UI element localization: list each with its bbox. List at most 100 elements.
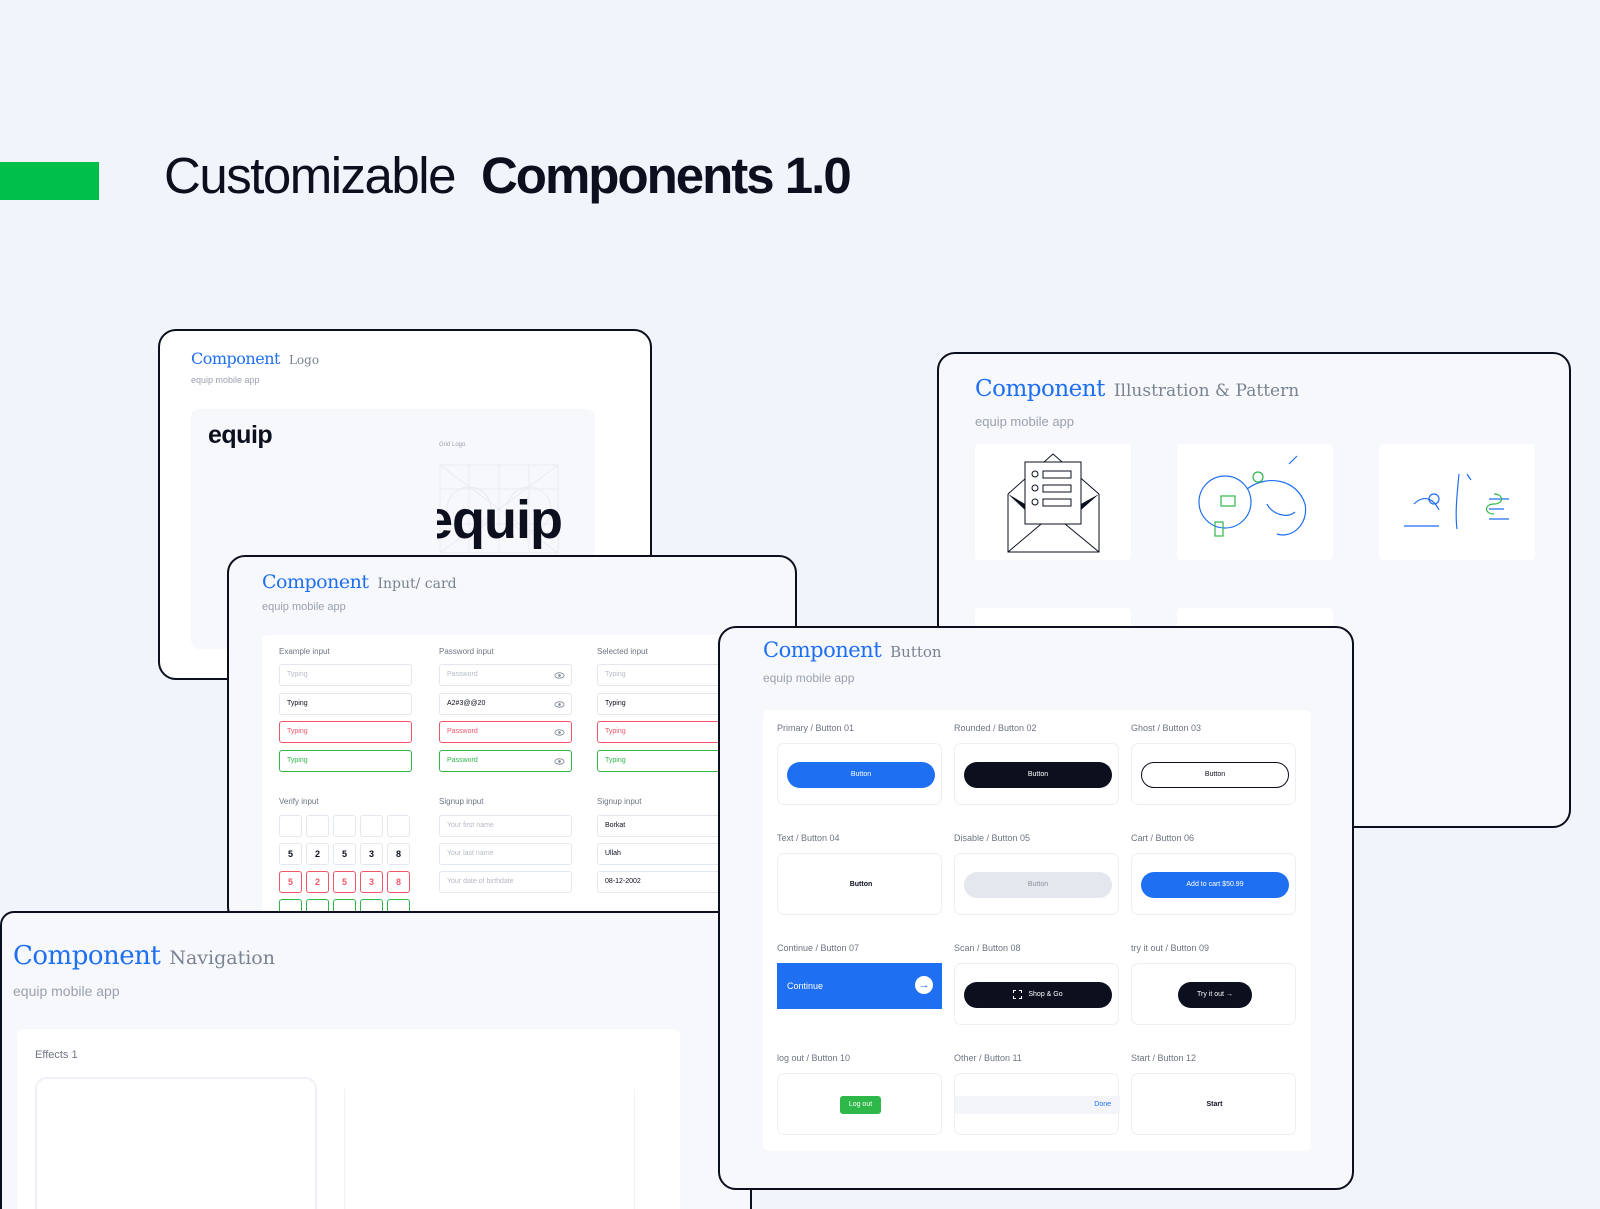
done-button[interactable]: Done	[1094, 1101, 1111, 1108]
eye-icon[interactable]	[554, 727, 565, 738]
button-frame: Button	[1131, 743, 1296, 805]
button-frame: Done	[954, 1073, 1120, 1135]
password-input-empty[interactable]: Password	[439, 664, 572, 686]
button-cell-label: try it out / Button 09	[1131, 943, 1210, 953]
selected-input-filled[interactable]: Typing∨	[597, 693, 727, 715]
rounded-button[interactable]: Button	[964, 762, 1112, 788]
selected-input-empty[interactable]: Typing∨	[597, 664, 727, 686]
otp-box[interactable]: 3	[360, 843, 383, 865]
button-frame: Button	[954, 743, 1119, 805]
otp-box[interactable]: 8	[387, 843, 410, 865]
button-cell-01: Primary / Button 01 Button	[777, 723, 942, 805]
person-path-illustration-icon	[1404, 473, 1509, 530]
app-subtitle: equip mobile app	[262, 601, 346, 613]
add-to-cart-button[interactable]: Add to cart $50.99	[1141, 872, 1289, 898]
navigation-panel: Effects 1	[17, 1029, 680, 1209]
button-panel: Primary / Button 01 Button Rounded / But…	[763, 710, 1311, 1151]
component-name: Button	[890, 643, 942, 661]
button-cell-label: Scan / Button 08	[954, 943, 1021, 953]
otp-box[interactable]	[360, 815, 383, 837]
continue-button[interactable]: Continue →	[777, 963, 942, 1009]
button-cell-label: Continue / Button 07	[777, 943, 860, 953]
card-header: Component Navigation	[13, 941, 275, 971]
divider	[634, 1089, 635, 1209]
card-header: Component Input/ card	[262, 571, 457, 593]
first-name-field-filled[interactable]: Borkat	[597, 815, 727, 837]
log-out-button[interactable]: Log out	[840, 1096, 881, 1114]
last-name-field-filled[interactable]: Ullah	[597, 843, 727, 865]
password-input-text: Password	[447, 757, 478, 764]
button-cell-label: Primary / Button 01	[777, 723, 855, 733]
text-button[interactable]: Button	[849, 881, 873, 888]
birthdate-field[interactable]: Your date of birthdate	[439, 871, 572, 893]
button-frame: Button	[777, 743, 942, 805]
otp-box[interactable]	[306, 815, 329, 837]
password-input-success[interactable]: Password	[439, 750, 572, 772]
otp-box[interactable]	[333, 815, 356, 837]
arrow-right-icon: →	[915, 976, 933, 994]
otp-box[interactable]: 5	[279, 843, 302, 865]
button-cell-05: Disable / Button 05 Button	[954, 833, 1119, 915]
logo-wordmark: equip	[208, 421, 273, 449]
try-it-out-button[interactable]: Try it out →	[1178, 982, 1252, 1008]
scan-button-label: Shop & Go	[1028, 991, 1063, 998]
eye-icon[interactable]	[554, 670, 565, 681]
logo-wordmark-large: equip	[437, 489, 592, 551]
otp-box-error[interactable]: 5	[279, 871, 302, 893]
illustration-tile	[975, 444, 1131, 560]
password-input-error[interactable]: Password	[439, 721, 572, 743]
button-frame: Start	[1131, 1073, 1296, 1135]
button-frame: Log out	[777, 1073, 942, 1135]
input-component-card: Component Input/ card equip mobile app E…	[227, 555, 797, 925]
selected-input-success[interactable]: Typing∨	[597, 750, 727, 772]
example-input-empty[interactable]: Typing	[279, 664, 412, 686]
continue-button-label: Continue	[787, 981, 824, 991]
button-cell-07: Continue / Button 07 Continue →	[777, 943, 942, 1025]
button-frame: Continue →	[777, 963, 942, 1025]
signup-input-label: Signup input	[439, 797, 484, 806]
otp-box-error[interactable]: 3	[360, 871, 383, 893]
card-header: Component Button	[763, 638, 942, 662]
example-input-error[interactable]: Typing	[279, 721, 412, 743]
otp-box-error[interactable]: 2	[306, 871, 329, 893]
button-cell-10: log out / Button 10 Log out	[777, 1053, 942, 1135]
hero-title-bold: Components 1.0	[480, 147, 852, 204]
selected-input-error[interactable]: Typing∨	[597, 721, 727, 743]
password-input-filled[interactable]: A2#3@@20	[439, 693, 572, 715]
eye-icon[interactable]	[554, 699, 565, 710]
example-input-label: Example input	[279, 647, 330, 656]
otp-box[interactable]: 5	[333, 843, 356, 865]
button-cell-08: Scan / Button 08 Shop & Go	[954, 943, 1119, 1025]
example-input-filled[interactable]: Typing	[279, 693, 412, 715]
signup-input-label: Signup input	[597, 797, 642, 806]
button-cell-06: Cart / Button 06 Add to cart $50.99	[1131, 833, 1296, 915]
selected-input-text: Typing	[605, 700, 626, 707]
last-name-field[interactable]: Your last name	[439, 843, 572, 865]
birthdate-field-filled[interactable]: 08-12-2002	[597, 871, 727, 893]
button-cell-09: try it out / Button 09 Try it out →	[1131, 943, 1296, 1025]
button-cell-label: Start / Button 12	[1131, 1053, 1197, 1063]
otp-box[interactable]	[387, 815, 410, 837]
button-frame: Try it out →	[1131, 963, 1296, 1025]
component-word: Component	[13, 941, 161, 971]
selected-input-label: Selected input	[597, 647, 648, 656]
otp-box-error[interactable]: 5	[333, 871, 356, 893]
scan-button[interactable]: Shop & Go	[964, 982, 1112, 1008]
button-cell-12: Start / Button 12 Start	[1131, 1053, 1296, 1135]
eye-icon[interactable]	[554, 756, 565, 767]
start-button[interactable]: Start	[1206, 1101, 1223, 1108]
input-panel: Example input Password input Selected in…	[262, 635, 795, 923]
button-cell-label: log out / Button 10	[777, 1053, 851, 1063]
primary-button[interactable]: Button	[787, 762, 935, 788]
illustration-tile	[1379, 444, 1535, 560]
logo-wordmark-large-text: equip	[437, 490, 563, 550]
example-input-success[interactable]: Typing	[279, 750, 412, 772]
otp-box[interactable]: 2	[306, 843, 329, 865]
otp-box[interactable]	[279, 815, 302, 837]
ghost-button[interactable]: Button	[1141, 762, 1289, 788]
otp-box-error[interactable]: 8	[387, 871, 410, 893]
app-subtitle: equip mobile app	[763, 671, 855, 685]
button-frame: Button	[954, 853, 1119, 915]
first-name-field[interactable]: Your first name	[439, 815, 572, 837]
logo-grid-lines	[439, 464, 559, 554]
